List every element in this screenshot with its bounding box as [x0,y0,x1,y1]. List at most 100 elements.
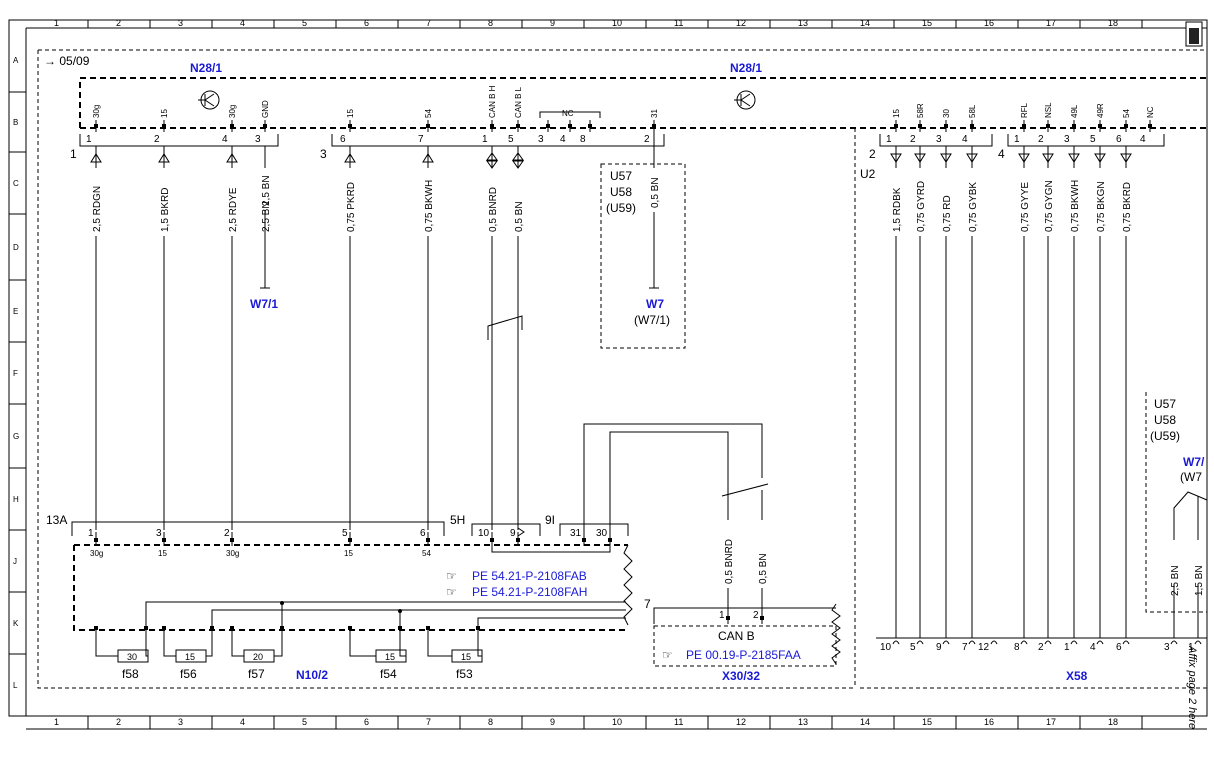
x58-pin-number: 10 [880,642,892,653]
connector-13a: 13A [46,513,67,527]
fusebox-internal-line-1 [145,601,626,630]
row-letter: E [13,307,18,316]
fuse-name: f56 [180,667,197,681]
pin-terminal [894,124,898,128]
pin-function-label: 54 [422,549,431,558]
reference-link-2[interactable]: ☞ PE 54.21-P-2108FAH [446,585,587,599]
socket-icon [892,640,900,645]
module-title-left: N28/1 [190,61,222,75]
pin-terminal [1046,124,1050,128]
fusebox-connector-bracket [71,521,445,536]
column-number: 5 [302,18,307,28]
pin-terminal [608,538,612,542]
row-letter: K [13,619,19,628]
pin-terminal [398,626,402,630]
variant-box-1-line1: U57 [610,169,632,183]
pin-number: 2 [224,528,230,539]
outer-dashed-border [37,49,1207,689]
fuse-rating: 20 [253,652,263,662]
pin-number: 1 [719,610,725,621]
row-letter: J [13,557,17,566]
column-number: 1 [54,18,59,28]
pin-terminal [94,626,98,630]
fuse-lead [163,630,213,657]
pin-function-label: 58L [968,104,977,118]
pin-function-label: GND [261,100,270,118]
variant-box-2 [1145,392,1207,613]
wire-label: 0,75 GYGN [1044,180,1055,232]
x58-pin-number: 4 [1090,642,1096,653]
u2-label: U2 [860,167,876,181]
x58-pin-number: 9 [936,642,942,653]
pin-number: 1 [1014,134,1020,145]
socket-icon [1170,640,1178,645]
socket-icon [1044,640,1052,645]
socket-icon [1194,640,1202,645]
pin-terminal [1098,124,1102,128]
fuse-rating: 15 [385,652,395,662]
pin-function-label: 15 [344,549,353,558]
fuse-symbol [175,649,207,663]
connector-bracket-3 [331,134,665,147]
pin-number: 9 [510,528,516,539]
can-zigzag [831,603,841,665]
column-number: 13 [798,18,808,28]
column-number: 12 [736,717,746,727]
pin-terminal [144,626,148,630]
reference-pe2[interactable]: PE 54.21-P-2108FAH [472,585,587,599]
pin-terminal [516,124,520,128]
x58-pin-number: 8 [1014,642,1020,653]
nc-label: NC [562,109,574,118]
connector-bracket-2 [879,134,993,147]
fusebox-connector-bracket-3 [559,523,629,536]
x58-pin-number: 12 [978,642,990,653]
pin-number: 2 [1038,134,1044,145]
pin-number: 3 [156,528,162,539]
x58-label: X58 [1066,669,1088,683]
reference-link-1[interactable]: ☞ PE 54.21-P-2108FAB [446,569,587,583]
pin-function-label: 49L [1070,104,1079,118]
can-route-wire [609,431,729,532]
wire-label: 2,5 BN [1170,565,1181,596]
reference-pe1[interactable]: PE 54.21-P-2108FAB [472,569,587,583]
module-dashed-box [79,77,1207,129]
fuse-symbol [375,649,407,663]
reference-pe3[interactable]: PE 00.19-P-2185FAA [686,648,801,662]
column-number: 4 [240,18,245,28]
pin-number: 6 [340,134,346,145]
pin-number: 2 [753,610,759,621]
connector-9i: 9I [545,513,555,527]
twisted-pair-marker [487,315,523,340]
can-block-box [653,625,837,667]
pin-terminal [263,124,267,128]
reference-link-3[interactable]: ☞ PE 00.19-P-2185FAA [662,648,801,662]
row-letter: A [13,56,19,65]
column-number: 11 [674,717,683,727]
column-number: 9 [550,717,555,727]
socket-icon [990,640,998,645]
pin-number: 4 [222,134,228,145]
pin-function-label: NSL [1044,102,1053,118]
socket-icon [942,640,950,645]
wire-label: 0,5 BN [514,201,525,232]
connector-bracket-4 [1007,134,1165,147]
pin-function-label: 30g [228,105,237,118]
pin-function-label: 54 [424,109,433,118]
row-letter: C [13,179,19,188]
x58-pin-number: 1 [1064,642,1070,653]
can-loop-wire [491,546,611,553]
column-number: 15 [922,18,932,28]
x58-pin-number: 3 [1164,642,1170,653]
column-number: 2 [116,717,121,727]
pin-terminal [970,124,974,128]
pin-number: 2 [910,134,916,145]
connector-label-3: 3 [320,147,327,161]
fuse-symbol [451,649,483,663]
pin-function-label: 54 [1122,109,1131,118]
affix-page-note: Affix page 2 here [1168,640,1208,770]
pin-function-label: NC [1146,106,1155,118]
column-number: 14 [860,717,870,727]
pin-terminal [210,626,214,630]
